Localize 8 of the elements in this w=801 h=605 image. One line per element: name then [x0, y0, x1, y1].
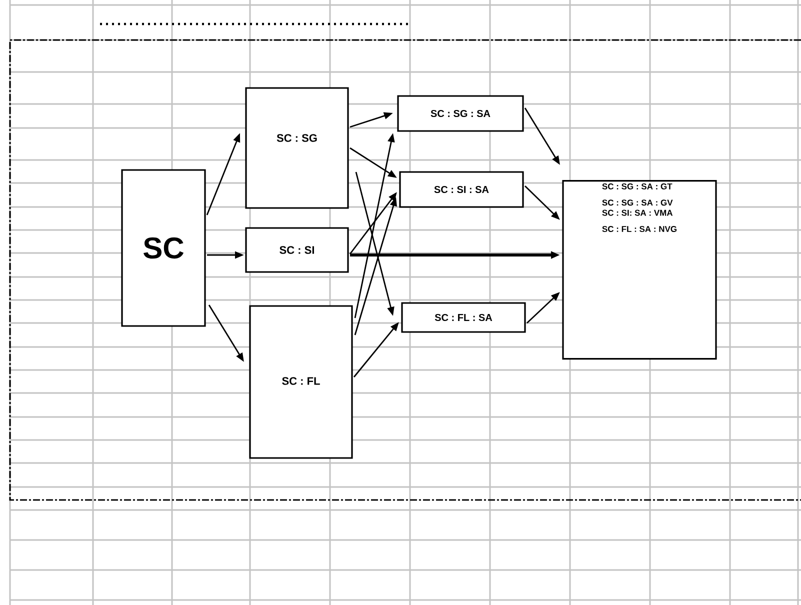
label-box: SC : SG : SA : GT SC : SG : SA : GV SC : SI: SA : VMA SC : FL : SA : NVG [562, 180, 717, 360]
process-box: SC [121, 169, 206, 327]
process-box: SC : SI [245, 227, 349, 273]
process-box: SC : FL : SA [401, 302, 526, 333]
process-box: SC : SI : SA [399, 171, 524, 208]
process-box: SC : SG : SA [397, 95, 524, 132]
process-box: SC : FL [249, 305, 353, 459]
process-box: SC : SG [245, 87, 349, 209]
